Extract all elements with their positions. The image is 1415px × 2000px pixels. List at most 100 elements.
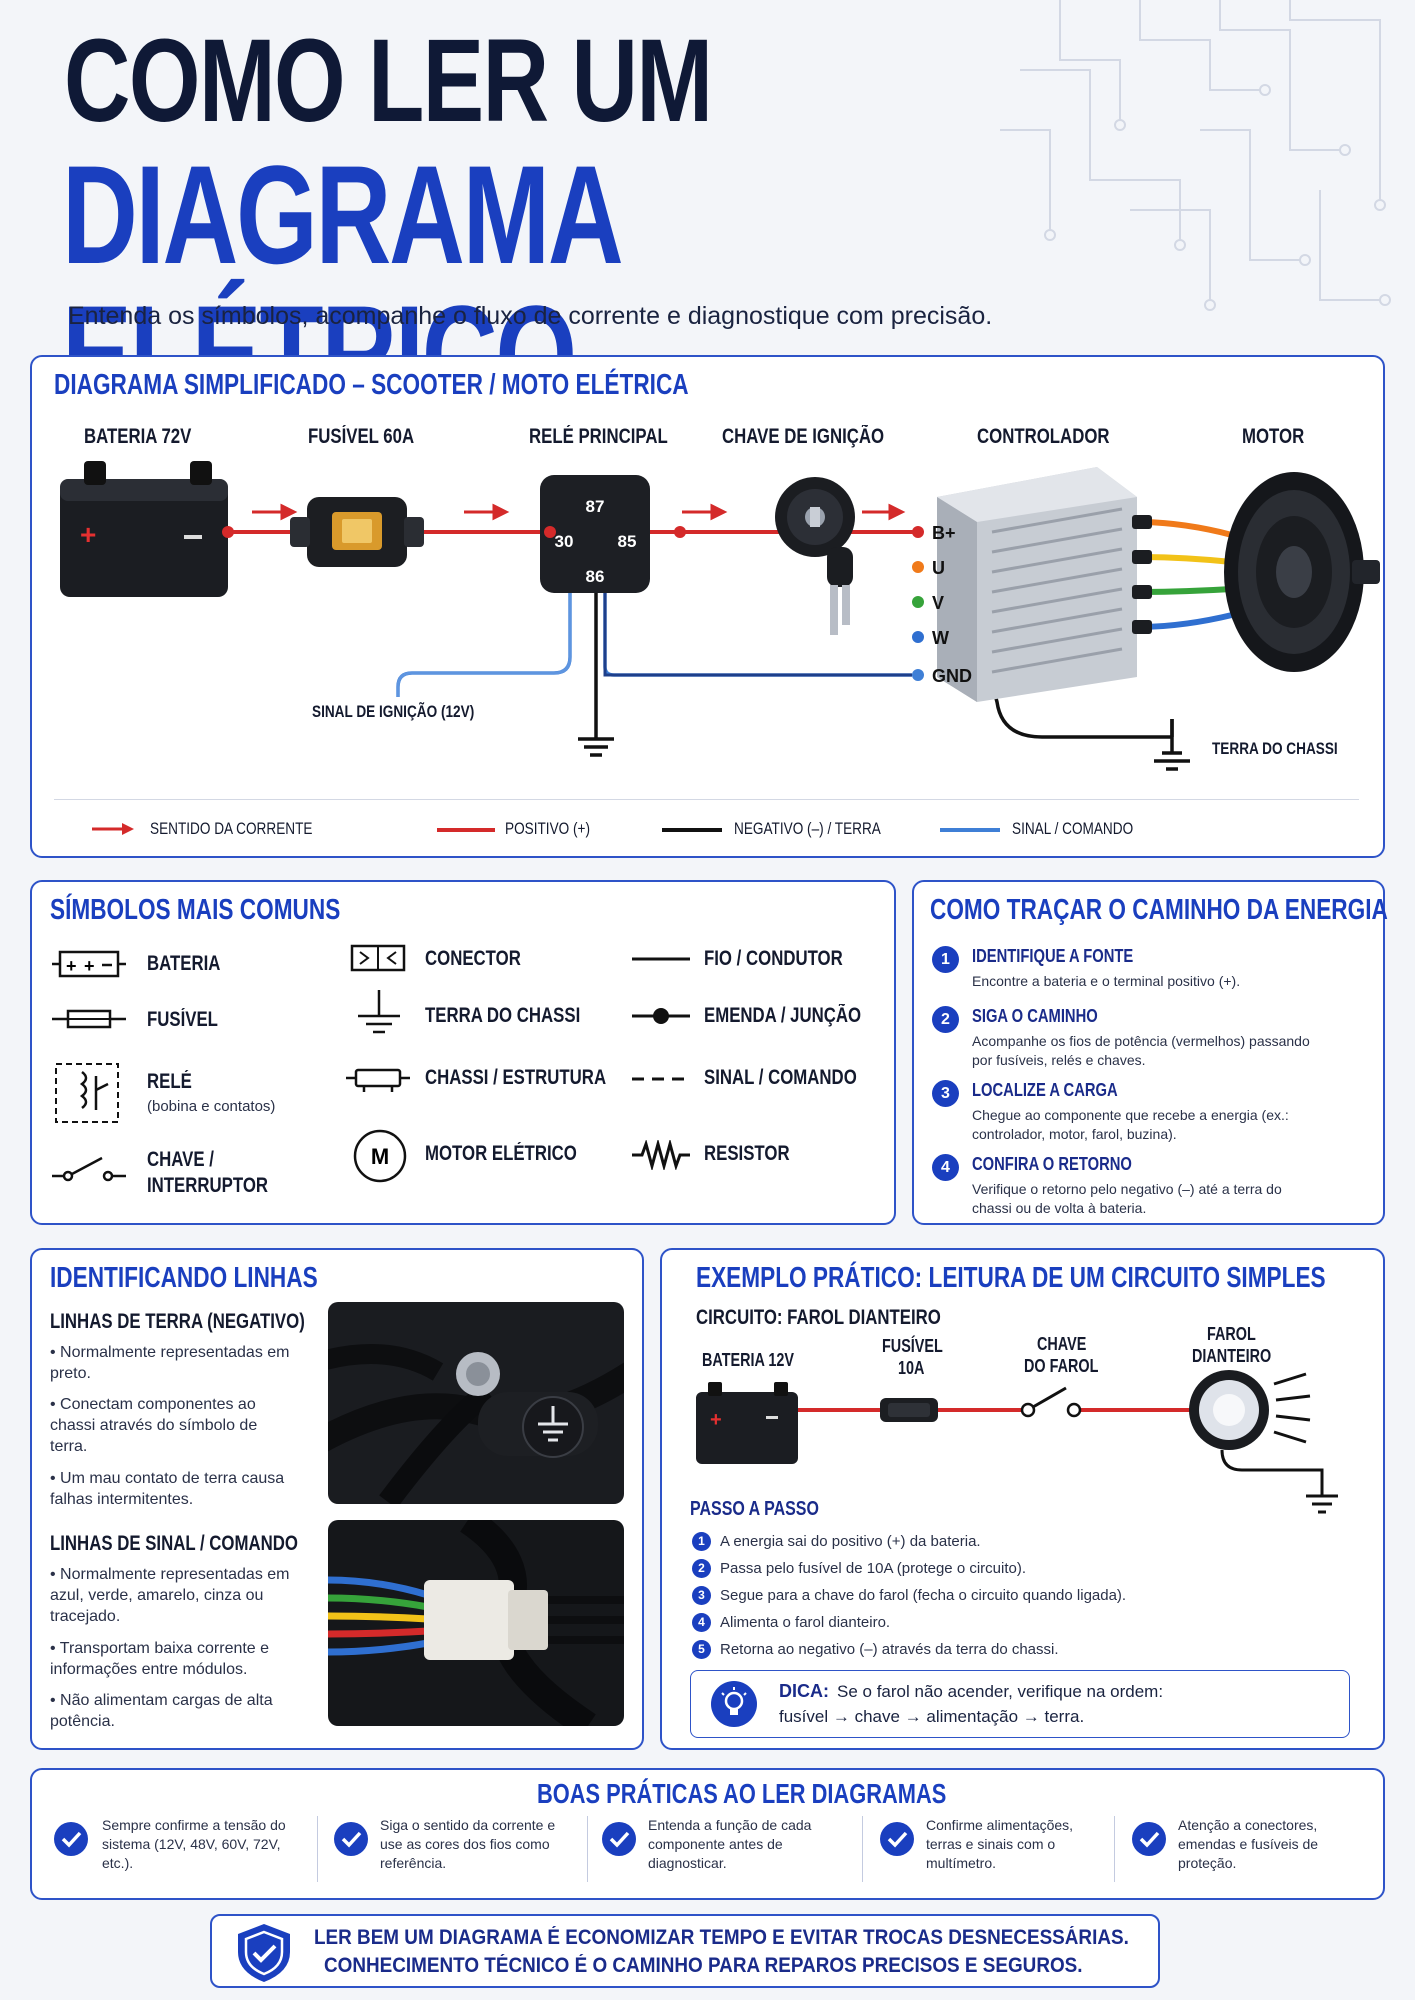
trace-step-3-number: 3 (932, 1080, 959, 1107)
phase-wires (1134, 519, 1235, 630)
svg-text:+: + (66, 956, 77, 976)
label-relay: RELÉ PRINCIPAL (529, 425, 668, 448)
symbol-relay-note: (bobina e contatos) (147, 1098, 276, 1115)
legend-negative: NEGATIVO (–) / TERRA (734, 819, 881, 838)
signal-bullet-1: • Normalmente representadas em azul, ver… (50, 1566, 290, 1625)
example-label-battery: BATERIA 12V (702, 1350, 795, 1370)
signal-bullet-3: • Não alimentam cargas de alta potência. (50, 1692, 273, 1730)
tip-box: DICA: Se o farol não acender, verifique … (690, 1670, 1350, 1738)
example-step-5-text: Retorna ao negativo (–) através da terra… (720, 1641, 1059, 1658)
example-step-5-number: 5 (692, 1640, 711, 1659)
example-battery: + (696, 1382, 798, 1464)
legend-signal: SINAL / COMANDO (1012, 819, 1134, 838)
trace-step-2-desc: Acompanhe os fios de potência (vermelhos… (972, 1033, 1310, 1068)
example-panel: EXEMPLO PRÁTICO: LEITURA DE UM CIRCUITO … (660, 1248, 1385, 1750)
chassis-ground-label: TERRA DO CHASSI (1212, 739, 1338, 758)
footer-banner: LER BEM UM DIAGRAMA É ECONOMIZAR TEMPO E… (210, 1914, 1160, 1988)
label-motor: MOTOR (1242, 425, 1305, 448)
example-step-1-number: 1 (692, 1532, 711, 1551)
lines-panel: IDENTIFICANDO LINHAS LINHAS DE TERRA (NE… (30, 1248, 644, 1750)
symbol-connector-label: CONECTOR (425, 947, 521, 970)
check-icon-1 (54, 1822, 88, 1856)
diagram-panel: DIAGRAMA SIMPLIFICADO – SCOOTER / MOTO E… (30, 355, 1385, 858)
example-label-switch-2: DO FAROL (1024, 1356, 1099, 1376)
lightbulb-icon (711, 1681, 757, 1727)
check-icon-5 (1132, 1822, 1166, 1856)
svg-text:+: + (84, 956, 95, 976)
ground-symbol-icon (358, 990, 400, 1034)
practice-5: Atenção a conectores, emendas e fusíveis… (1178, 1817, 1319, 1871)
symbols-title: SÍMBOLOS MAIS COMUNS (50, 894, 341, 926)
example-step-2-number: 2 (692, 1559, 711, 1578)
symbol-resistor-label: RESISTOR (704, 1142, 790, 1165)
practices-panel: BOAS PRÁTICAS AO LER DIAGRAMAS Sempre co… (30, 1768, 1385, 1900)
relay-pin-30: 30 (555, 532, 574, 551)
practice-divider-4 (1114, 1816, 1115, 1882)
practice-1: Sempre confirme a tensão do sistema (12V… (102, 1817, 286, 1871)
controller-unit: B+ U V W GND (912, 467, 1137, 702)
label-controller: CONTROLADOR (977, 425, 1110, 448)
example-title: EXEMPLO PRÁTICO: LEITURA DE UM CIRCUITO … (696, 1262, 1326, 1294)
example-step-4-text: Alimenta o farol dianteiro. (720, 1614, 891, 1631)
ground-bullet-3-text: Um mau contato de terra causa falhas int… (50, 1470, 285, 1508)
trace-step-2-title: SIGA O CAMINHO (972, 1006, 1098, 1026)
page-subtitle: Entenda os símbolos, acompanhe o fluxo d… (68, 302, 993, 330)
example-fuse (880, 1398, 938, 1422)
controller-terminal-u: U (932, 558, 945, 578)
ground-terminal-photo (328, 1302, 624, 1504)
trace-step-2-number: 2 (932, 1006, 959, 1033)
symbol-switch-label-1: CHAVE / (147, 1148, 214, 1171)
splice-symbol-icon (632, 1008, 690, 1024)
example-label-fuse-2: 10A (898, 1358, 925, 1378)
signal-symbol-icon (632, 1077, 690, 1081)
controller-terminal-gnd: GND (932, 666, 972, 686)
relay-pin-85: 85 (618, 532, 637, 551)
practice-3: Entenda a função de cada componente ante… (648, 1817, 812, 1871)
connector-symbol-icon (350, 944, 406, 972)
trace-step-4-desc: Verifique o retorno pelo negativo (–) at… (972, 1181, 1282, 1216)
page-title-line1: COMO LER UM (64, 15, 713, 147)
symbol-wire-label: FIO / CONDUTOR (704, 947, 843, 970)
symbols-panel: SÍMBOLOS MAIS COMUNS ++ BATERIA FUSÍVEL … (30, 880, 896, 1225)
battery-symbol-icon: ++ (52, 950, 126, 978)
diagram-title: DIAGRAMA SIMPLIFICADO – SCOOTER / MOTO E… (54, 369, 689, 401)
trace-step-4-number: 4 (932, 1154, 959, 1181)
tip-line-2: fusível → chave → alimentação → terra. (779, 1707, 1085, 1726)
symbol-relay-label: RELÉ (147, 1070, 192, 1093)
wire-symbol-icon (632, 957, 690, 961)
symbol-motor-label: MOTOR ELÉTRICO (425, 1142, 577, 1165)
battery-72v: + (60, 461, 234, 597)
trace-title: COMO TRAÇAR O CAMINHO DA ENERGIA (930, 894, 1388, 926)
example-step-3-number: 3 (692, 1586, 711, 1605)
practices-title: BOAS PRÁTICAS AO LER DIAGRAMAS (537, 1778, 947, 1809)
relay-pin-86: 86 (586, 567, 605, 586)
relay-main: 87 30 85 86 (540, 475, 686, 593)
tip-label: DICA: (779, 1681, 829, 1701)
practice-4: Confirme alimentações, terras e sinais c… (926, 1817, 1074, 1871)
legend-current-icon (92, 823, 134, 835)
trace-step-1-desc: Encontre a bateria e o terminal positivo… (972, 973, 1241, 989)
symbol-battery-label: BATERIA (147, 952, 221, 975)
motor-symbol-letter: M (371, 1144, 389, 1169)
motor-symbol-icon: M (353, 1129, 407, 1183)
symbol-signal-label: SINAL / COMANDO (704, 1066, 857, 1089)
example-switch (1020, 1386, 1082, 1418)
current-arrows (252, 503, 906, 521)
signal-connector-photo (328, 1520, 624, 1726)
practice-2: Siga o sentido da corrente e use as core… (380, 1817, 556, 1871)
example-circuit-name: CIRCUITO: FAROL DIANTEIRO (696, 1306, 941, 1329)
symbol-ground-label: TERRA DO CHASSI (425, 1004, 581, 1027)
hub-motor (1224, 472, 1380, 672)
relay-pin-87: 87 (586, 497, 605, 516)
example-label-fuse-1: FUSÍVEL (882, 1336, 943, 1356)
symbol-splice-label: EMENDA / JUNÇÃO (704, 1004, 862, 1027)
trace-step-3-desc: Chegue ao componente que recebe a energi… (972, 1107, 1289, 1142)
signal-bullet-2: • Transportam baixa corrente e informaçõ… (50, 1640, 270, 1678)
controller-terminal-bplus: B+ (932, 523, 956, 543)
legend-current: SENTIDO DA CORRENTE (150, 819, 313, 838)
chassis-symbol-icon (346, 1068, 410, 1092)
fuse-60a (290, 497, 424, 567)
legend-divider (54, 799, 1359, 800)
signal-bullet-2-text: Transportam baixa corrente e informações… (50, 1640, 270, 1678)
check-icon-4 (880, 1822, 914, 1856)
